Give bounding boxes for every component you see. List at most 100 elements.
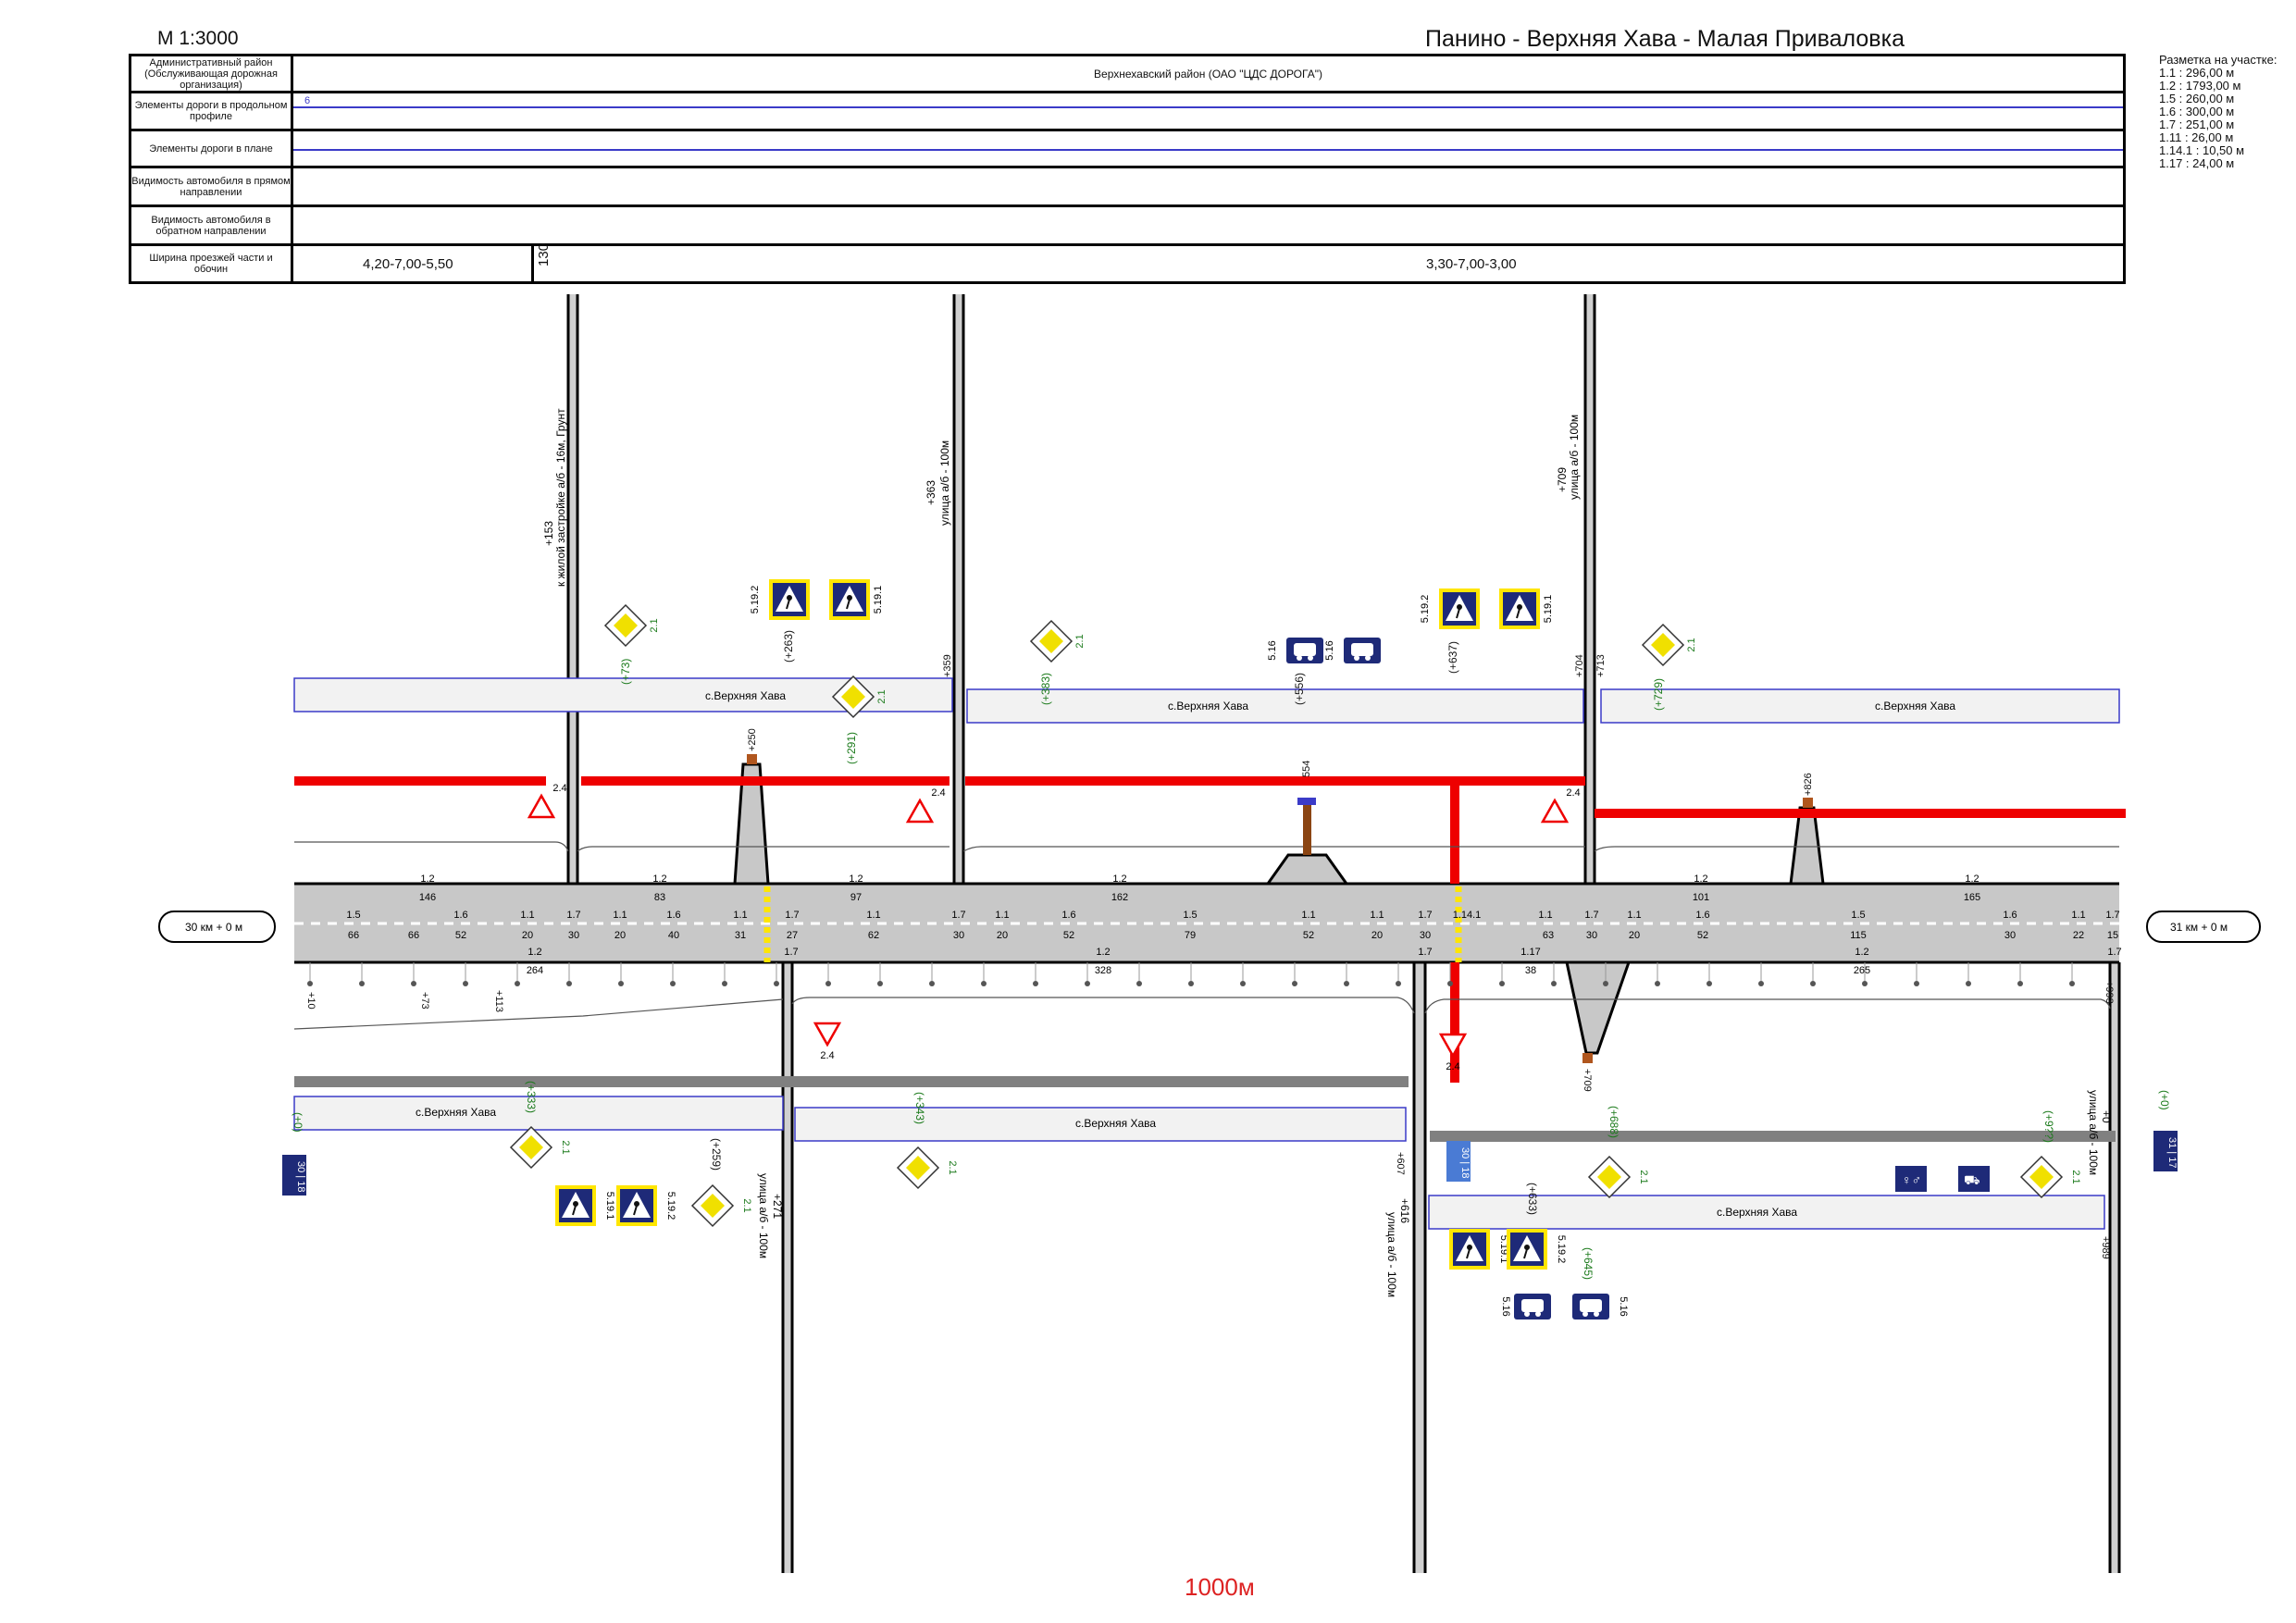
road-desc-271: улица а/б - 100м	[757, 1173, 770, 1258]
marking-code: 1.7	[1418, 910, 1432, 921]
bollard-icon	[877, 962, 883, 986]
svg-text:31 км + 0 м: 31 км + 0 м	[2170, 921, 2228, 934]
row-value	[291, 204, 2126, 246]
side-road-0	[2108, 962, 2121, 1573]
bus-stop-icon: 5.16	[1267, 638, 1323, 663]
marking-length: 63	[1543, 930, 1554, 941]
svg-text:5.16: 5.16	[1324, 640, 1335, 660]
marking-length: 79	[1185, 930, 1196, 941]
bollard-icon	[774, 962, 779, 986]
marking-length: 328	[1095, 965, 1111, 976]
svg-text:+826: +826	[1803, 773, 1814, 796]
svg-text:30 | 18: 30 | 18	[295, 1161, 306, 1192]
svg-text:(+333): (+333)	[525, 1081, 538, 1113]
bollard-icon	[1758, 962, 1764, 986]
row-label: Элементы дороги в плане	[129, 129, 293, 168]
marking-code: 1.1	[1370, 910, 1384, 921]
marking-length: 162	[1111, 892, 1128, 903]
marking-length: 52	[1303, 930, 1314, 941]
scale-label: М 1:3000	[157, 28, 239, 49]
marking-code: 1.2	[420, 873, 434, 885]
bollard-icon	[359, 962, 365, 986]
marking-code: 1.14.1	[1453, 910, 1482, 921]
bollard-icon	[1706, 962, 1712, 986]
svg-text:5.19.2: 5.19.2	[1556, 1235, 1567, 1264]
road-info-table: Административный район (Обслуживающая до…	[129, 54, 2126, 284]
side-road-153	[566, 294, 579, 884]
island-826	[1789, 806, 1825, 886]
svg-text:2.4: 2.4	[820, 1050, 834, 1061]
page-title: Панино - Верхняя Хава - Малая Приваловка	[1425, 26, 1905, 52]
sidewalk-band	[1430, 1131, 2116, 1142]
svg-text:5.19.1: 5.19.1	[873, 586, 884, 614]
bollard-icon	[825, 962, 831, 986]
km-end-box: 31 км + 0 м	[2146, 911, 2261, 943]
crosswalk-sign-icon: 5.19.2	[1507, 1229, 1567, 1270]
svg-text:(+263): (+263)	[782, 630, 795, 663]
bollard-icon	[1966, 962, 1971, 986]
marking-length: 22	[2073, 930, 2084, 941]
settlement-label: с.Верхняя Хава	[1875, 700, 1955, 712]
bollard-icon	[1914, 962, 1919, 986]
marking-code: 1.1	[733, 910, 747, 921]
marking-length: 52	[1063, 930, 1074, 941]
svg-text:5.19.1: 5.19.1	[604, 1192, 615, 1220]
road-pk-0: +0	[2100, 1110, 2113, 1123]
svg-text:2.4: 2.4	[1566, 787, 1580, 799]
marking-code: 1.7	[1584, 910, 1598, 921]
service-signs: ♀♂ ⛟	[1895, 1166, 1990, 1192]
marking-code: 1.2	[1096, 947, 1110, 958]
bollard-icon	[929, 962, 935, 986]
road-pk-616: +616	[1398, 1198, 1411, 1223]
svg-text:+607: +607	[1395, 1152, 1406, 1175]
svg-text:(+259): (+259)	[710, 1138, 723, 1171]
roadside-bollards	[307, 962, 2075, 986]
km-post-right: 31 | 17	[2153, 1131, 2178, 1171]
svg-text:+704: +704	[1574, 654, 1585, 677]
marking-length: 30	[953, 930, 964, 941]
row-label: Административный район (Обслуживающая до…	[129, 54, 293, 93]
marking-length: 30	[2004, 930, 2016, 941]
marking-length: 27	[787, 930, 798, 941]
marking-code: 1.2	[1855, 947, 1868, 958]
sidewalk-band	[294, 1076, 1409, 1087]
bollard-icon	[1188, 962, 1194, 986]
marking-length: 20	[997, 930, 1008, 941]
marking-code: 1.2	[527, 947, 541, 958]
marking-code: 1.6	[1695, 910, 1709, 921]
marking-length: 20	[1629, 930, 1640, 941]
crosswalk-sign-icon: 5.19.2	[1420, 588, 1480, 629]
marking-code: 1.5	[1851, 910, 1865, 921]
bollard-icon	[722, 962, 727, 986]
marking-code: 1.7	[2105, 910, 2119, 921]
bollard-icon	[618, 962, 624, 986]
road-pk-153: +153	[542, 521, 555, 546]
marking-length: 52	[1697, 930, 1708, 941]
legend-item: 1.1 : 296,00 м	[2159, 66, 2235, 80]
legend-item: 1.17 : 24,00 м	[2159, 156, 2235, 170]
marking-code: 1.6	[2003, 910, 2017, 921]
marking-code: 1.7	[566, 910, 580, 921]
legend-item: 1.5 : 260,00 м	[2159, 92, 2235, 105]
marking-code: 1.2	[1965, 873, 1979, 885]
width-value-1: 4,20-7,00-5,50	[363, 256, 453, 272]
svg-text:5.19.2: 5.19.2	[665, 1192, 676, 1220]
marking-code: 1.2	[1694, 873, 1707, 885]
marking-length: 20	[1371, 930, 1383, 941]
bollard-icon	[1396, 962, 1401, 986]
side-road-709	[1583, 294, 1596, 884]
marking-code: 1.7	[785, 910, 799, 921]
bus-stop-icon: 5.16	[1324, 638, 1381, 663]
row-value: 4,20-7,00-5,50 130 3,30-7,00-3,00	[291, 243, 2126, 284]
marking-code: 1.2	[849, 873, 863, 885]
marking-length: 20	[614, 930, 626, 941]
svg-text:+993: +993	[2104, 981, 2115, 1004]
give-way-icon: 2.4	[1540, 787, 1581, 824]
width-value-2: 3,30-7,00-3,00	[1426, 256, 1517, 272]
marking-code: 1.1	[613, 910, 627, 921]
bollard-icon	[1447, 962, 1453, 986]
marking-code: 1.7	[784, 947, 798, 958]
